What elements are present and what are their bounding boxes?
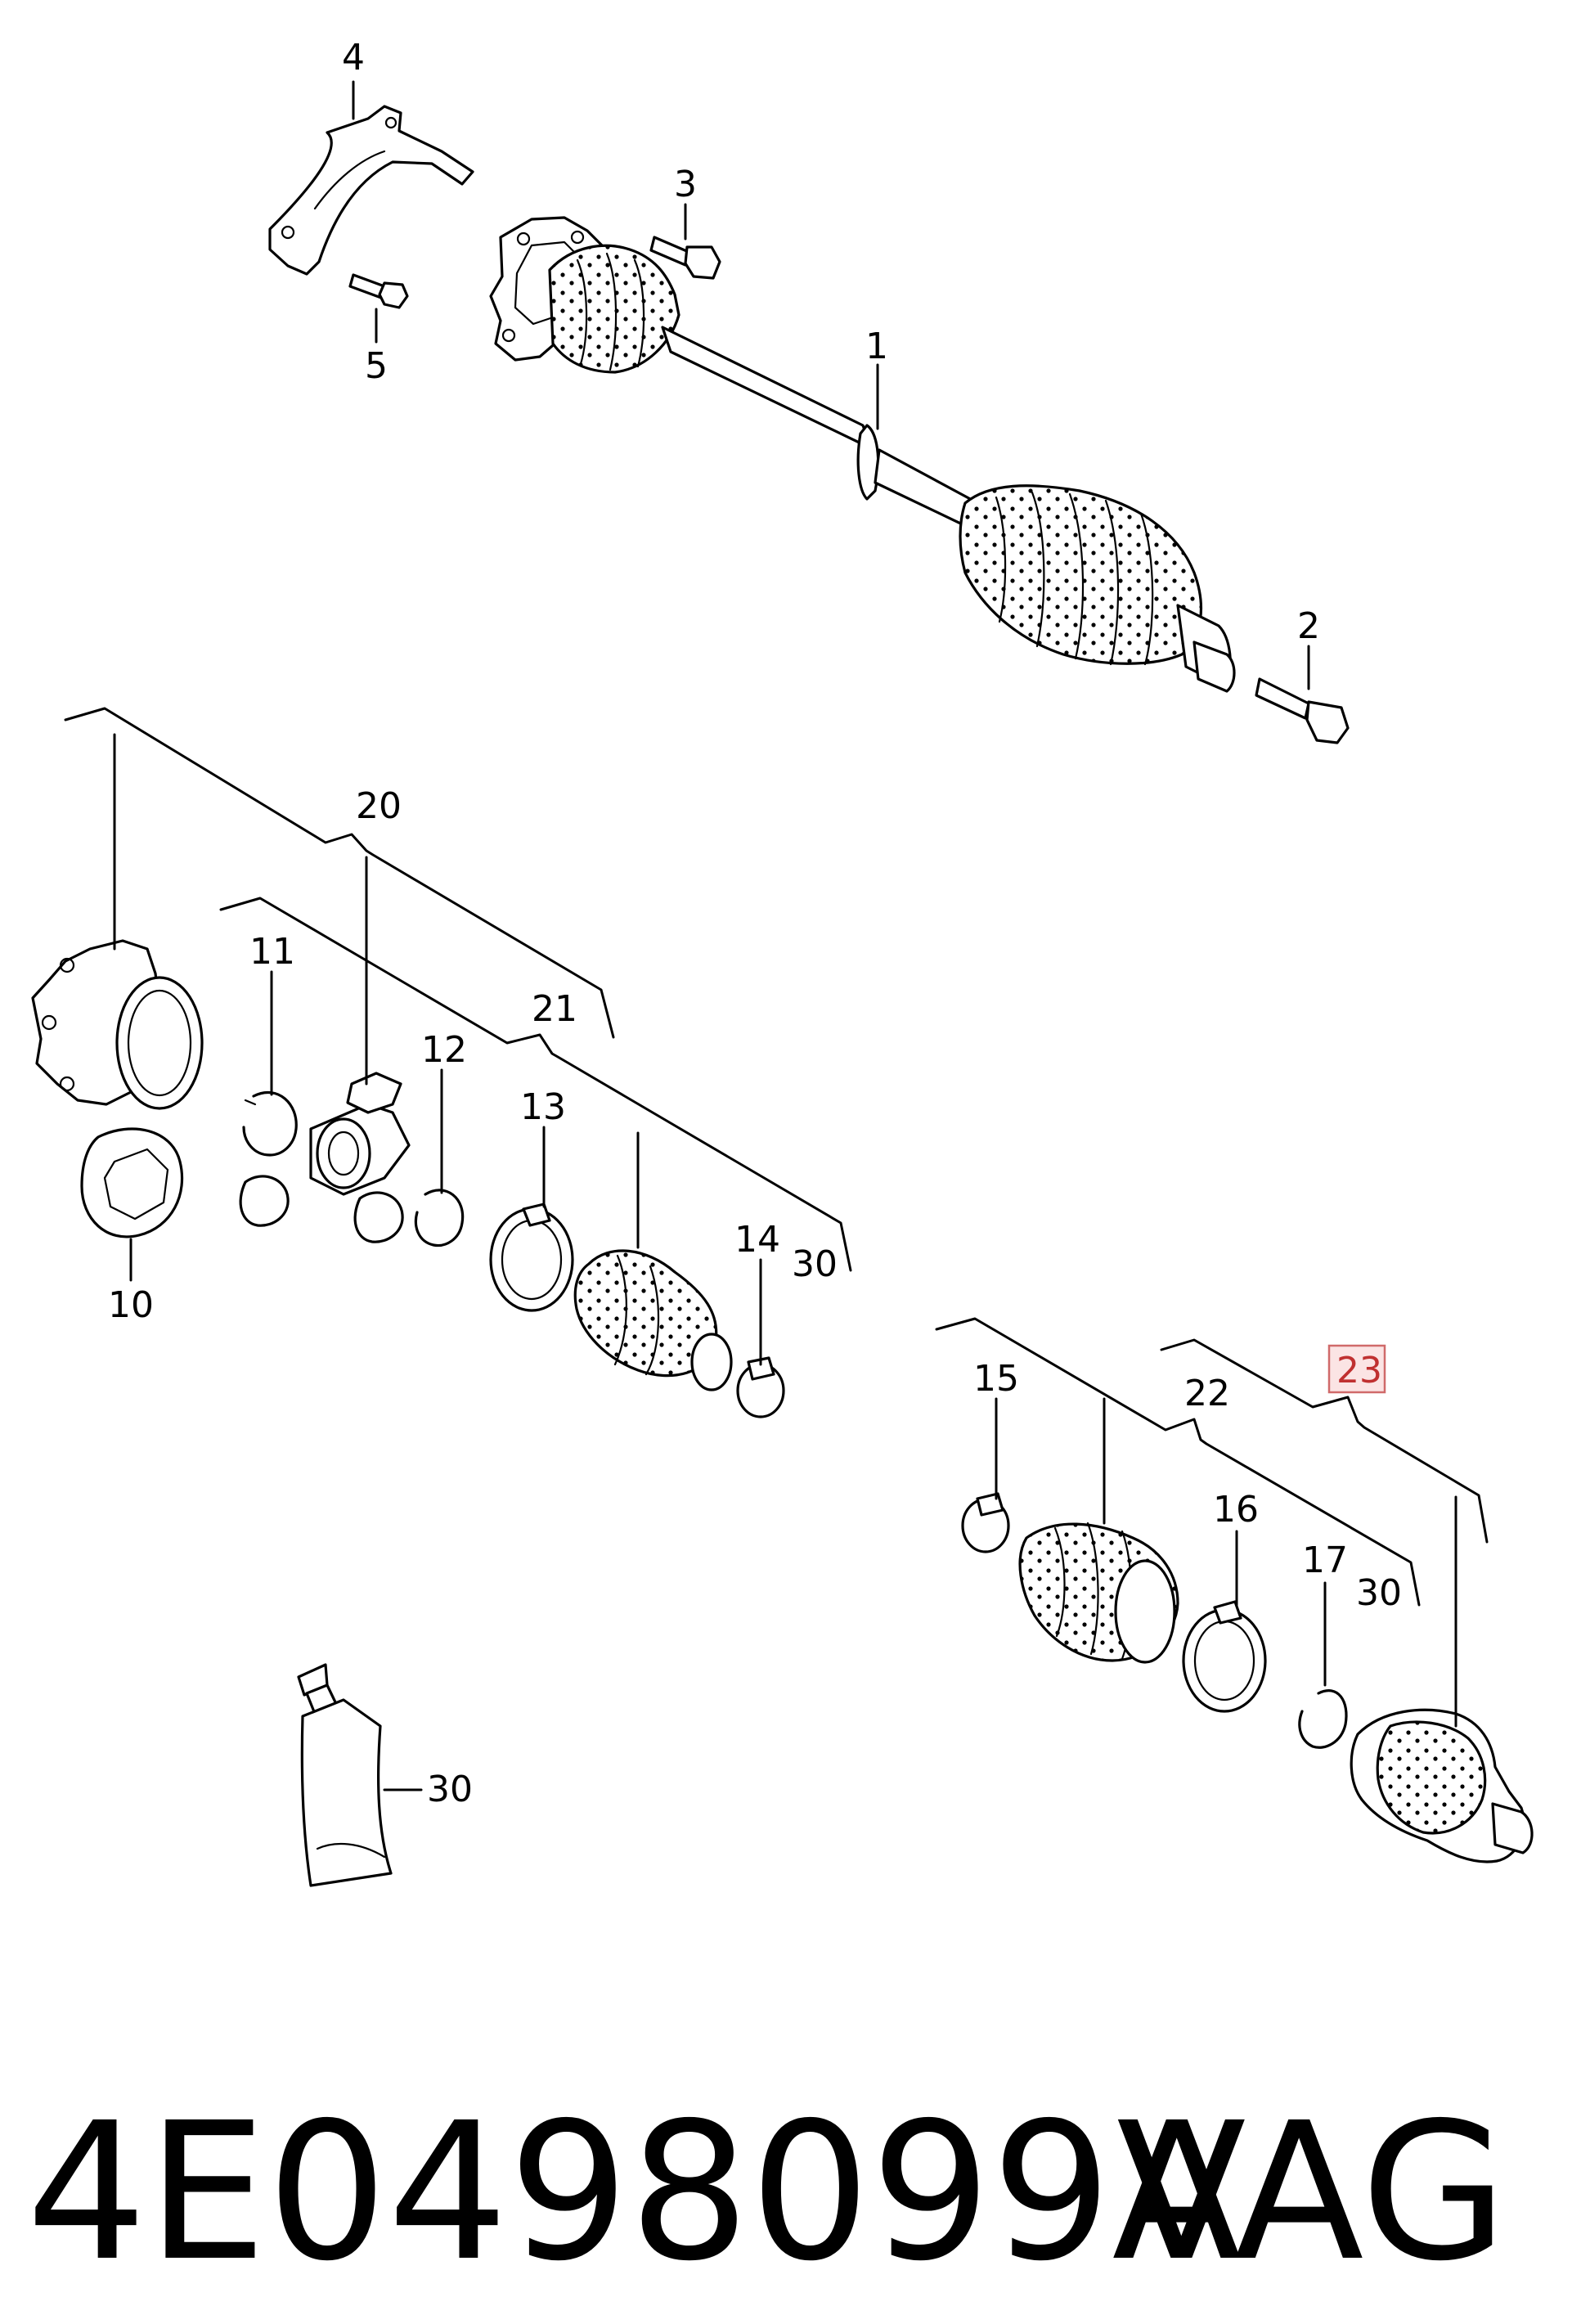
- callout-labels: 4 3 5 1 2 20 11 21 12 13 14 30 10 15 22 …: [108, 37, 1402, 1810]
- part-number: 4E0498099A: [26, 2082, 1242, 2303]
- callout-12: 12: [421, 1029, 467, 1071]
- callout-20: 20: [356, 785, 402, 827]
- callout-22: 22: [1184, 1373, 1230, 1414]
- callout-10: 10: [108, 1284, 154, 1326]
- footer: 4E0498099A VAG: [26, 2082, 1507, 2303]
- callout-30-grease: 30: [427, 1769, 473, 1810]
- callout-4: 4: [342, 37, 365, 79]
- brand-name: VAG: [1116, 2082, 1507, 2303]
- grease-tube: [297, 1663, 393, 1887]
- callout-1: 1: [865, 326, 888, 367]
- callout-5: 5: [365, 345, 388, 387]
- callout-13: 13: [520, 1086, 566, 1128]
- callout-30-outer: 30: [1356, 1572, 1402, 1614]
- callout-21: 21: [532, 988, 577, 1030]
- callout-3: 3: [674, 164, 697, 205]
- callout-14: 14: [734, 1219, 780, 1261]
- callout-15: 15: [973, 1358, 1019, 1400]
- leader-lines: [64, 80, 1489, 1791]
- callout-23: 23: [1336, 1350, 1382, 1391]
- callout-30-inner: 30: [792, 1243, 838, 1285]
- callout-23-highlight: [1327, 1344, 1386, 1394]
- callout-2: 2: [1297, 605, 1320, 647]
- inner-joint-kit: [31, 939, 785, 1418]
- callout-11: 11: [249, 931, 295, 973]
- callout-17: 17: [1302, 1540, 1348, 1581]
- outer-joint-kit: [961, 1492, 1534, 1863]
- driveshaft-assembly: [268, 105, 1350, 744]
- callout-16: 16: [1213, 1489, 1259, 1531]
